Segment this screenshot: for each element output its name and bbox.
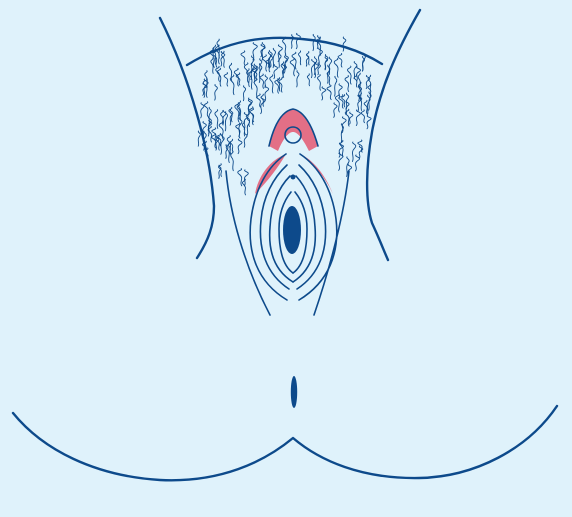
hair-strand xyxy=(253,43,257,60)
hair-strand xyxy=(263,55,267,71)
hair-strand xyxy=(327,85,331,100)
hair-strand xyxy=(290,58,294,76)
outer-labia-left xyxy=(226,171,270,315)
hair-strand xyxy=(350,112,353,124)
hair-strand xyxy=(298,51,300,65)
hair-strand xyxy=(322,87,326,100)
hair-strand xyxy=(219,165,221,178)
hair-strand xyxy=(283,37,286,54)
hair-strand xyxy=(345,76,349,92)
hair-strand xyxy=(338,54,342,68)
hair-strand xyxy=(201,103,204,118)
outer-labia-right xyxy=(314,171,349,315)
hair-strand xyxy=(215,110,218,129)
urethral-opening xyxy=(291,175,296,180)
hair-strand xyxy=(212,134,216,149)
hair-strand xyxy=(363,53,366,71)
hair-strand xyxy=(335,94,339,112)
hair-strand xyxy=(335,76,337,96)
hair-strand xyxy=(364,100,367,114)
hair-strand xyxy=(284,56,287,73)
hair-strand xyxy=(238,169,242,186)
clitoral-hood xyxy=(269,109,318,151)
hair-strand xyxy=(265,86,269,102)
hair-strand xyxy=(250,108,254,121)
anus xyxy=(291,376,297,408)
hair-strand xyxy=(334,58,338,77)
hair-strand xyxy=(343,37,346,51)
hair-strand xyxy=(198,131,200,146)
right-thigh-outline xyxy=(367,10,420,260)
hair-strand xyxy=(317,75,320,91)
hair-strand xyxy=(297,71,299,87)
hair-strand xyxy=(244,170,248,186)
hair-strand xyxy=(356,110,360,126)
hair-strand xyxy=(224,73,228,87)
hair-strand xyxy=(281,62,284,78)
hair-strand xyxy=(278,45,282,62)
hair-strand xyxy=(339,153,343,171)
hair-strand xyxy=(243,86,245,101)
hair-strand xyxy=(334,103,337,118)
hair-strand xyxy=(260,74,264,88)
hair-strand xyxy=(345,109,349,126)
hair-strand xyxy=(348,66,352,84)
hair-strand xyxy=(361,110,364,123)
hair-strand xyxy=(355,155,359,171)
hair-strand xyxy=(204,102,208,117)
hair-strand xyxy=(274,65,278,79)
hair-strand xyxy=(352,142,355,162)
buttocks-outline xyxy=(13,406,557,480)
hair-strand xyxy=(325,57,328,69)
hair-strand xyxy=(313,34,315,50)
hair-strand xyxy=(329,57,332,75)
hair-strand xyxy=(296,33,300,48)
hair-strand xyxy=(292,35,294,49)
hair-strand xyxy=(215,85,218,101)
vaginal-opening xyxy=(283,206,301,254)
hair-strand xyxy=(238,139,242,154)
hair-strand xyxy=(231,151,234,171)
hair-strand xyxy=(367,115,371,128)
hair-strand xyxy=(307,74,309,86)
hair-strand xyxy=(211,58,213,74)
labia-minora-right xyxy=(299,154,337,300)
hair-strand xyxy=(241,51,245,65)
hair-strand xyxy=(318,63,321,75)
hair-strand xyxy=(270,75,273,93)
